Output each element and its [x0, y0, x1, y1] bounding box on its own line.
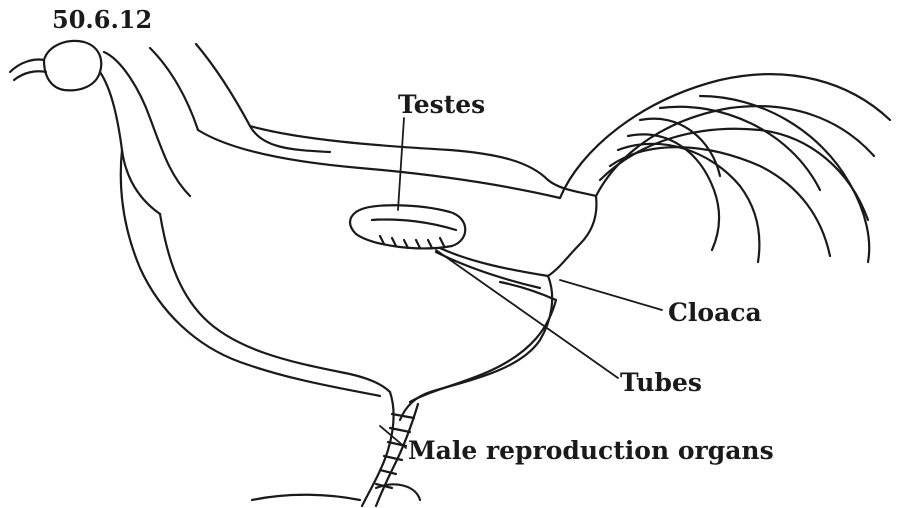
rooster-tail	[560, 74, 890, 262]
tubes-label: Tubes	[620, 370, 702, 395]
cloaca-label: Cloaca	[668, 300, 762, 325]
rooster-leg	[252, 276, 556, 506]
rooster-neck	[100, 44, 330, 214]
tubes-leader-line	[436, 250, 618, 378]
rooster-head	[10, 41, 101, 90]
testes-leader-line	[398, 118, 404, 210]
testes-label: Testes	[398, 92, 485, 117]
testes-organ	[350, 205, 465, 248]
cloaca-leader-line	[560, 280, 662, 310]
caption-label: Male reproduction organs	[408, 438, 774, 463]
figure-id-label: 50.6.12	[52, 8, 152, 32]
